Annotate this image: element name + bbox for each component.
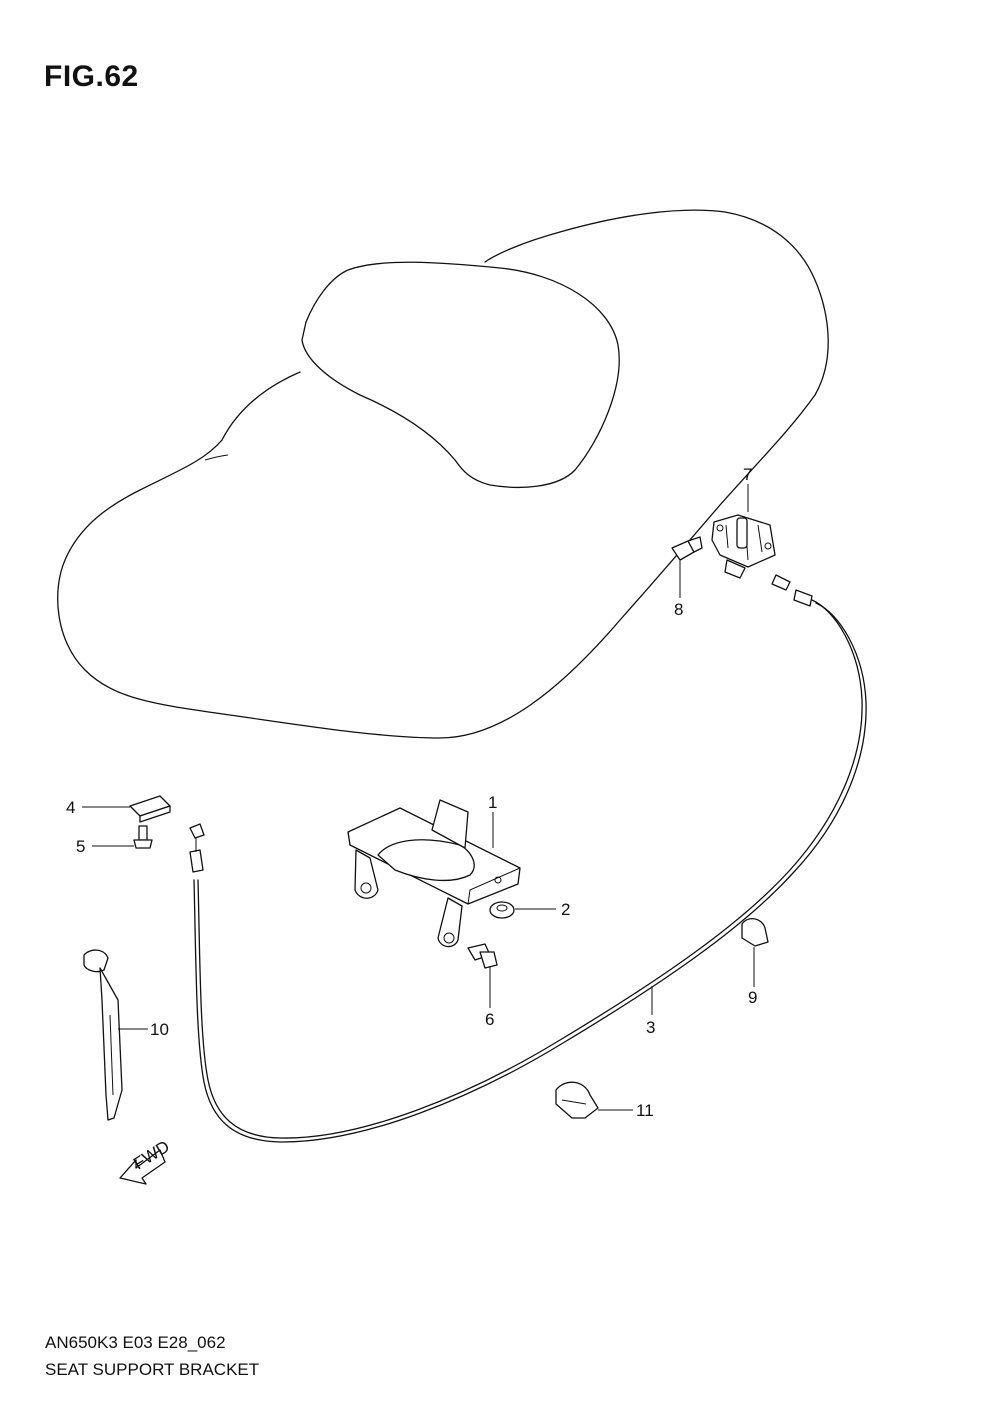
callout-9: 9 bbox=[748, 988, 757, 1007]
callout-5: 5 bbox=[76, 837, 85, 856]
callout-numbers: 1 2 3 4 5 6 7 8 9 10 11 bbox=[66, 465, 757, 1120]
model-code: AN650K3 E03 E28_062 bbox=[45, 1333, 226, 1352]
callout-10: 10 bbox=[150, 1020, 169, 1039]
callout-3: 3 bbox=[646, 1018, 655, 1037]
part-5-screw bbox=[133, 825, 153, 849]
callout-8: 8 bbox=[674, 600, 683, 619]
seat-outline bbox=[57, 209, 829, 739]
forward-arrow: FWD bbox=[119, 1137, 173, 1185]
cable-3-line bbox=[197, 599, 863, 1139]
callout-1: 1 bbox=[488, 793, 497, 812]
figure-title: FIG.62 bbox=[44, 60, 139, 93]
callout-11: 11 bbox=[636, 1101, 654, 1120]
part-7-seat-lock bbox=[711, 514, 791, 591]
part-8-bolt bbox=[671, 536, 703, 561]
part-3-cable bbox=[189, 589, 867, 1143]
part-11-clamp bbox=[555, 1081, 599, 1119]
part-6-bolt bbox=[467, 943, 498, 969]
seat-backrest bbox=[301, 261, 620, 489]
callout-2: 2 bbox=[561, 900, 570, 919]
part-4-clip bbox=[129, 795, 171, 823]
part-1-bracket bbox=[347, 799, 521, 948]
part-9-clamp bbox=[741, 918, 769, 947]
seat bbox=[57, 209, 829, 739]
part-10-tie-strap bbox=[83, 949, 123, 1121]
callout-4: 4 bbox=[66, 798, 75, 817]
part-2-nut bbox=[489, 901, 515, 919]
diagram-name: SEAT SUPPORT BRACKET bbox=[45, 1360, 260, 1379]
callout-7: 7 bbox=[743, 465, 752, 484]
callout-6: 6 bbox=[485, 1010, 494, 1029]
callout-leaders bbox=[82, 484, 755, 1111]
seat-crease bbox=[204, 454, 229, 461]
